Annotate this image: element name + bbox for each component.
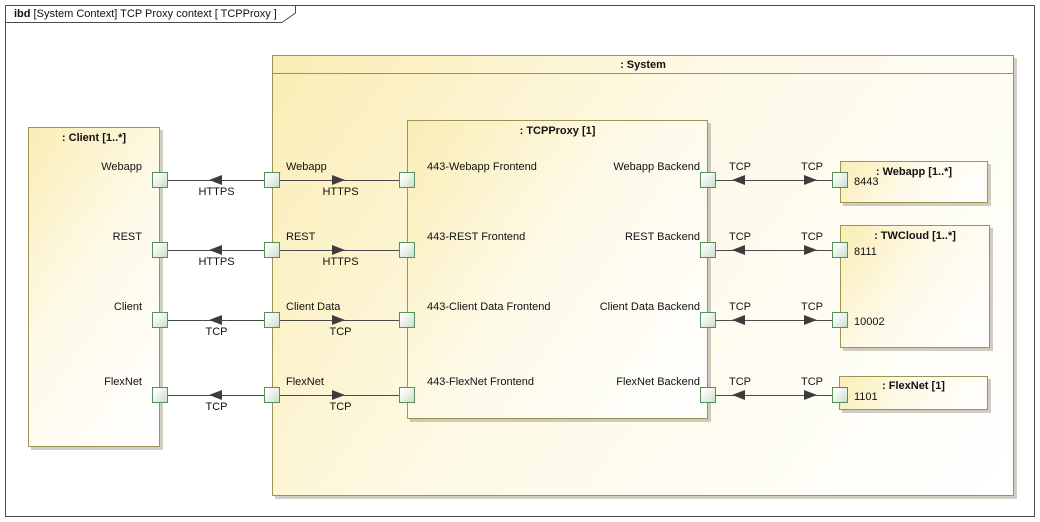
block-tcpproxy-header: : TCPProxy [1] bbox=[519, 125, 596, 137]
flow-arrow-left-icon bbox=[732, 390, 745, 400]
flow-arrow-left-icon bbox=[732, 315, 745, 325]
target-port-label: 1101 bbox=[854, 391, 878, 403]
port-target[interactable] bbox=[832, 242, 848, 258]
backend-flow-in-label: TCP bbox=[801, 161, 823, 173]
backend-flow-in-label: TCP bbox=[801, 301, 823, 313]
port-client[interactable] bbox=[152, 312, 168, 328]
port-proxy-backend[interactable] bbox=[700, 172, 716, 188]
port-client[interactable] bbox=[152, 387, 168, 403]
port-target[interactable] bbox=[832, 172, 848, 188]
block-flexnet[interactable]: : FlexNet [1] bbox=[839, 376, 988, 410]
diagram-frame bbox=[5, 5, 1035, 517]
inner-flow-label: TCP bbox=[329, 326, 352, 338]
inner-flow-label: HTTPS bbox=[322, 186, 359, 198]
backend-flow-out-label: TCP bbox=[729, 301, 751, 313]
block-system-header: : System bbox=[273, 56, 1013, 74]
flow-arrow-right-icon bbox=[332, 315, 345, 325]
flow-arrow-right-icon bbox=[332, 390, 345, 400]
backend-port-label: Webapp Backend bbox=[613, 161, 700, 173]
port-proxy-backend[interactable] bbox=[700, 242, 716, 258]
block-twcloud-header: : TWCloud [1..*] bbox=[874, 230, 956, 242]
frame-keyword: ibd bbox=[14, 8, 31, 20]
inner-flow-label: HTTPS bbox=[322, 256, 359, 268]
port-proxy-frontend[interactable] bbox=[399, 242, 415, 258]
backend-flow-in-label: TCP bbox=[801, 376, 823, 388]
port-system-boundary[interactable] bbox=[264, 387, 280, 403]
block-client-header: : Client [1..*] bbox=[61, 132, 127, 144]
connector-proxy-target[interactable] bbox=[708, 320, 840, 321]
backend-flow-in-label: TCP bbox=[801, 231, 823, 243]
system-port-label: REST bbox=[286, 231, 316, 243]
port-proxy-frontend[interactable] bbox=[399, 312, 415, 328]
system-port-label: Client Data bbox=[286, 301, 341, 313]
connector-proxy-target[interactable] bbox=[708, 180, 840, 181]
frontend-port-label: 443-FlexNet Frontend bbox=[427, 376, 534, 388]
port-proxy-frontend[interactable] bbox=[399, 172, 415, 188]
connector-proxy-target[interactable] bbox=[708, 250, 840, 251]
flow-arrow-left-icon bbox=[209, 315, 222, 325]
flow-arrow-right-icon bbox=[804, 315, 817, 325]
backend-port-label: FlexNet Backend bbox=[616, 376, 700, 388]
port-target[interactable] bbox=[832, 387, 848, 403]
flow-arrow-left-icon bbox=[209, 175, 222, 185]
port-proxy-backend[interactable] bbox=[700, 387, 716, 403]
port-system-boundary[interactable] bbox=[264, 312, 280, 328]
flow-arrow-left-icon bbox=[732, 175, 745, 185]
client-port-label: Client bbox=[113, 301, 142, 313]
backend-flow-out-label: TCP bbox=[729, 376, 751, 388]
flow-arrow-left-icon bbox=[732, 245, 745, 255]
frame-title-text: [System Context] TCP Proxy context [ TCP… bbox=[30, 8, 277, 20]
frame-title-tab bbox=[5, 5, 296, 23]
frontend-port-label: 443-Webapp Frontend bbox=[427, 161, 537, 173]
target-port-label: 10002 bbox=[854, 316, 885, 328]
block-flexnet-header: : FlexNet [1] bbox=[882, 380, 945, 392]
port-proxy-backend[interactable] bbox=[700, 312, 716, 328]
port-system-boundary[interactable] bbox=[264, 172, 280, 188]
flow-arrow-right-icon bbox=[332, 175, 345, 185]
flow-arrow-right-icon bbox=[332, 245, 345, 255]
outer-flow-label: TCP bbox=[205, 326, 228, 338]
port-client[interactable] bbox=[152, 242, 168, 258]
backend-flow-out-label: TCP bbox=[729, 161, 751, 173]
block-webapp[interactable]: : Webapp [1..*] bbox=[840, 161, 988, 203]
system-port-label: Webapp bbox=[286, 161, 327, 173]
flow-arrow-right-icon bbox=[804, 175, 817, 185]
backend-port-label: REST Backend bbox=[624, 231, 700, 243]
flow-arrow-right-icon bbox=[804, 390, 817, 400]
backend-port-label: Client Data Backend bbox=[599, 301, 700, 313]
port-system-boundary[interactable] bbox=[264, 242, 280, 258]
system-port-label: FlexNet bbox=[286, 376, 324, 388]
frame-title: ibd [System Context] TCP Proxy context [… bbox=[14, 8, 277, 20]
client-port-label: Webapp bbox=[101, 161, 142, 173]
connector-proxy-target[interactable] bbox=[708, 395, 840, 396]
client-port-label: REST bbox=[112, 231, 142, 243]
flow-arrow-left-icon bbox=[209, 245, 222, 255]
client-port-label: FlexNet bbox=[104, 376, 142, 388]
outer-flow-label: HTTPS bbox=[198, 186, 235, 198]
block-webapp-header: : Webapp [1..*] bbox=[875, 166, 953, 178]
block-client[interactable]: : Client [1..*] bbox=[28, 127, 160, 447]
block-twcloud[interactable]: : TWCloud [1..*] bbox=[840, 225, 990, 348]
frontend-port-label: 443-Client Data Frontend bbox=[427, 301, 551, 313]
target-port-label: 8443 bbox=[854, 176, 879, 188]
outer-flow-label: TCP bbox=[205, 401, 228, 413]
target-port-label: 8111 bbox=[854, 246, 877, 258]
port-proxy-frontend[interactable] bbox=[399, 387, 415, 403]
flow-arrow-left-icon bbox=[209, 390, 222, 400]
frontend-port-label: 443-REST Frontend bbox=[427, 231, 526, 243]
backend-flow-out-label: TCP bbox=[729, 231, 751, 243]
outer-flow-label: HTTPS bbox=[198, 256, 235, 268]
inner-flow-label: TCP bbox=[329, 401, 352, 413]
port-target[interactable] bbox=[832, 312, 848, 328]
port-client[interactable] bbox=[152, 172, 168, 188]
flow-arrow-right-icon bbox=[804, 245, 817, 255]
block-tcpproxy[interactable]: : TCPProxy [1] bbox=[407, 120, 708, 419]
